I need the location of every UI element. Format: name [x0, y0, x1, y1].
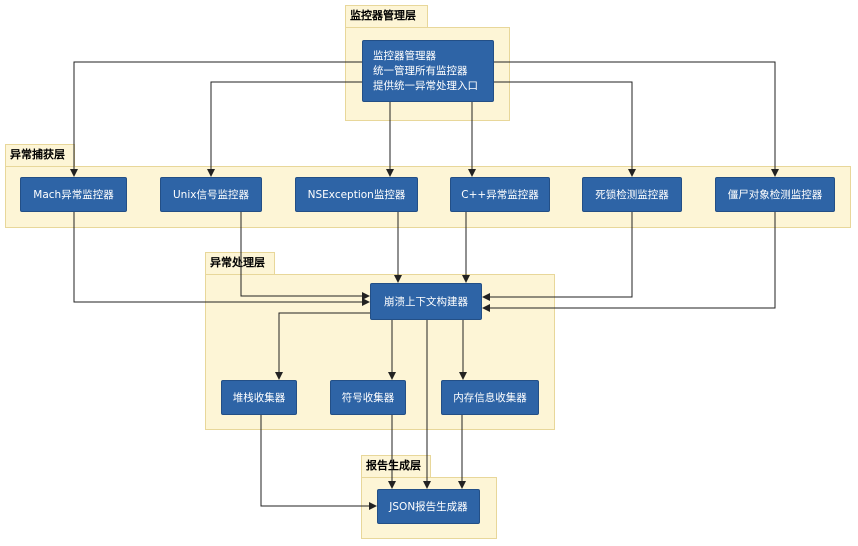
memory-info-collector-node: 内存信息收集器	[441, 380, 539, 415]
layer-processing-label: 异常处理层	[210, 256, 265, 269]
unix-signal-monitor-node: Unix信号监控器	[160, 177, 262, 212]
mach-monitor-label: Mach异常监控器	[33, 189, 114, 201]
unix-signal-monitor-label: Unix信号监控器	[173, 189, 249, 201]
deadlock-monitor-node: 死锁检测监控器	[582, 177, 682, 212]
nsexception-monitor-node: NSException监控器	[295, 177, 418, 212]
stack-collector-node: 堆栈收集器	[221, 380, 297, 415]
layer-report-label: 报告生成层	[366, 459, 421, 472]
mach-monitor-node: Mach异常监控器	[20, 177, 127, 212]
zombie-monitor-label: 僵尸对象检测监控器	[727, 189, 823, 201]
monitor-manager-node: 监控器管理器 统一管理所有监控器 提供统一异常处理入口	[362, 40, 494, 102]
crash-context-builder-node: 崩溃上下文构建器	[370, 283, 482, 320]
layer-capture-label: 异常捕获层	[10, 148, 65, 161]
monitor-manager-line-1: 监控器管理器	[373, 49, 436, 62]
stack-collector-label: 堆栈收集器	[232, 392, 286, 404]
deadlock-monitor-label: 死锁检测监控器	[595, 189, 669, 201]
symbol-collector-node: 符号收集器	[330, 380, 406, 415]
layer-monitor-mgmt-label: 监控器管理层	[350, 9, 416, 22]
nsexception-monitor-label: NSException监控器	[307, 189, 406, 201]
json-report-generator-node: JSON报告生成器	[377, 489, 480, 524]
monitor-manager-line-3: 提供统一异常处理入口	[373, 79, 478, 92]
cpp-exception-monitor-label: C++异常监控器	[461, 189, 539, 201]
edge-manager-to-mach	[70, 61, 362, 177]
edge-manager-to-zombie	[494, 61, 779, 177]
layer-processing-tab: 异常处理层	[205, 252, 275, 274]
layer-monitor-mgmt-tab: 监控器管理层	[345, 5, 428, 27]
layer-report-tab: 报告生成层	[361, 455, 431, 477]
json-report-generator-label: JSON报告生成器	[389, 501, 468, 513]
edge-manager-to-unix	[207, 81, 362, 177]
crash-context-builder-label: 崩溃上下文构建器	[384, 296, 468, 308]
monitor-manager-line-2: 统一管理所有监控器	[373, 64, 468, 77]
symbol-collector-label: 符号收集器	[341, 392, 395, 404]
layer-capture-tab: 异常捕获层	[5, 144, 75, 166]
cpp-exception-monitor-node: C++异常监控器	[450, 177, 550, 212]
edge-manager-to-deadlock	[494, 81, 636, 177]
memory-info-collector-label: 内存信息收集器	[453, 392, 527, 404]
zombie-monitor-node: 僵尸对象检测监控器	[715, 177, 835, 212]
